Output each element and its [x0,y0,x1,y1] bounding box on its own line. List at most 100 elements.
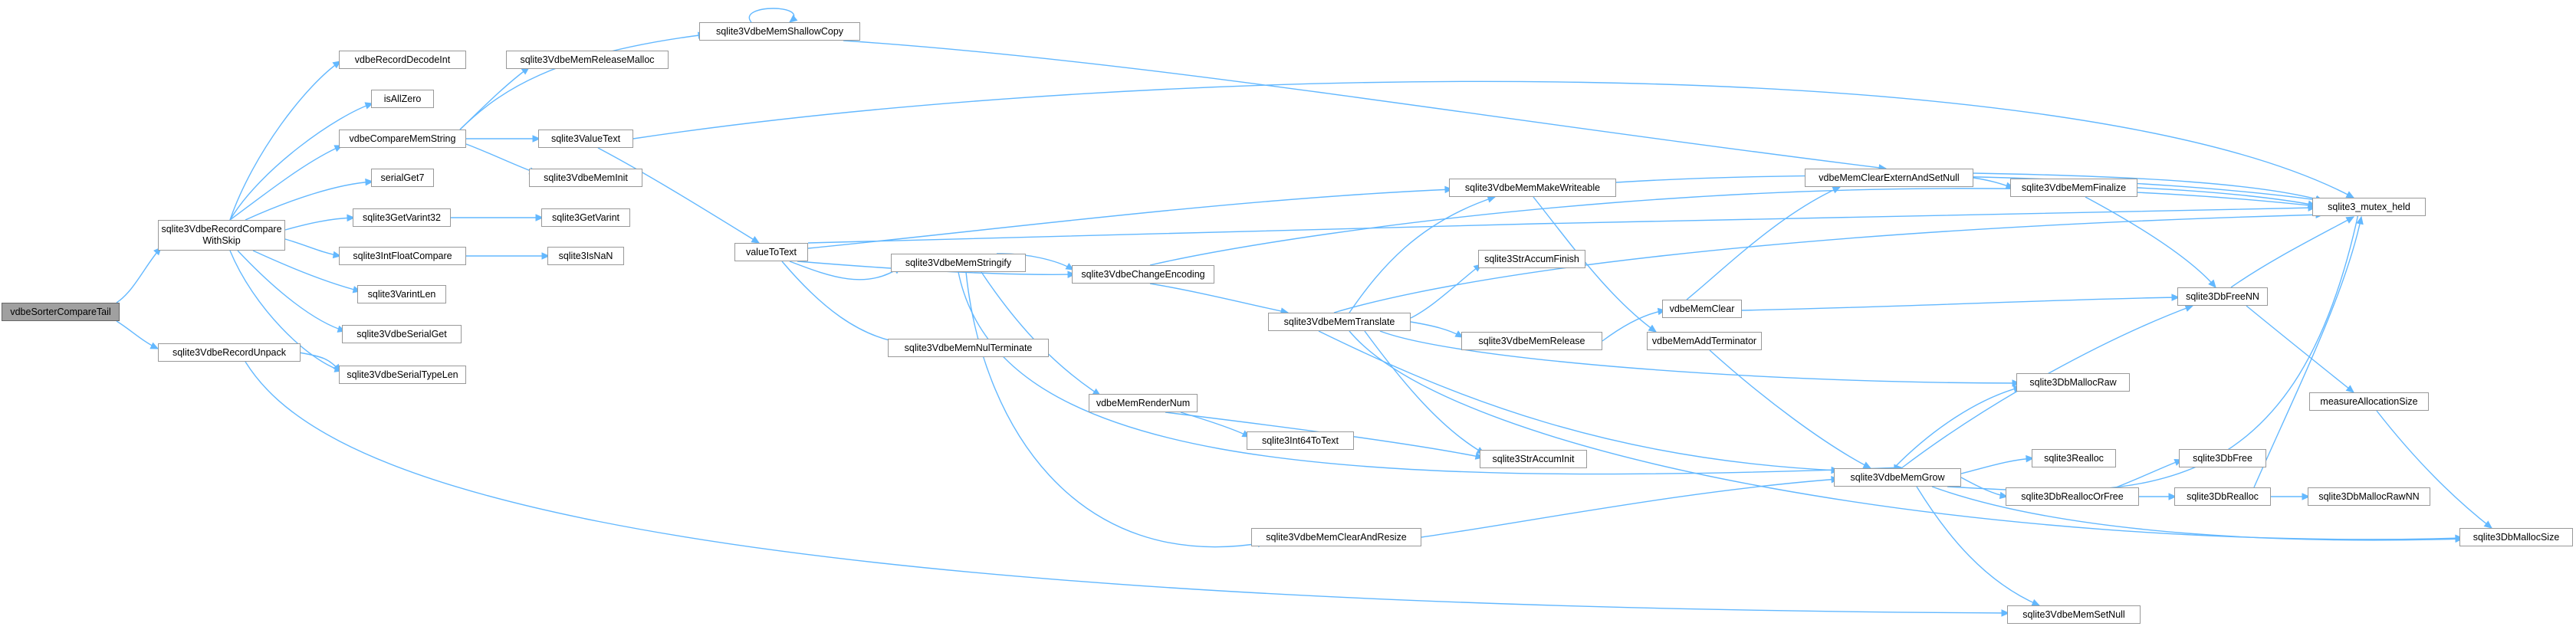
call-edge-15 [459,34,706,130]
node-sqlite3vdbememnulterminate[interactable]: sqlite3VdbeMemNulTerminate [888,339,1049,357]
call-edge-arrowhead-13 [535,214,544,221]
call-edge-41 [1349,330,2463,540]
call-edge-61 [2085,196,2216,288]
call-edge-12 [245,361,2009,614]
call-edge-arrowhead-52 [2184,304,2194,312]
node-sqlite3dbrealloc[interactable]: sqlite3DbRealloc [2174,487,2271,506]
node-measureallocationsize[interactable]: measureAllocationSize [2309,392,2429,411]
node-sqlite3intfloatcompare[interactable]: sqlite3IntFloatCompare [339,247,466,265]
call-edge-arrowhead-24 [1444,185,1454,194]
call-edge-arrowhead-3 [364,102,374,110]
call-edge-arrowhead-62 [2168,493,2177,500]
node-vdbecomparememstring[interactable]: vdbeCompareMemString [339,130,466,148]
call-edge-arrowhead-68 [2483,520,2492,529]
call-edge-arrowhead-66 [2345,216,2355,224]
node-sqlite3dbmallocsize[interactable]: sqlite3DbMallocSize [2459,528,2573,546]
call-edge-arrowhead-12 [2001,609,2010,617]
node-sqlite3vdbememclearandresize[interactable]: sqlite3VdbeMemClearAndResize [1251,528,1421,546]
node-sqlite3getvarint32[interactable]: sqlite3GetVarint32 [353,208,451,227]
call-edge-40 [1364,330,1485,454]
call-edge-arrowhead-5 [365,178,374,186]
call-edge-arrowhead-19 [2345,191,2355,198]
node-sqlite3dbmallocrawnn[interactable]: sqlite3DbMallocRawNN [2308,487,2430,506]
call-edge-19 [632,80,2354,198]
call-edge-33 [1149,283,1289,313]
call-edge-arrowhead-67 [2345,385,2354,393]
node-sqlite3vdbememstringify[interactable]: sqlite3VdbeMemStringify [891,254,1026,272]
call-edge-48 [1740,297,2180,311]
call-edge-5 [245,181,373,221]
node-sqlite3vdbeserialtypelen[interactable]: sqlite3VdbeSerialTypeLen [339,366,466,384]
call-edge-66 [2230,216,2354,288]
call-edge-55 [1931,486,2463,541]
node-sqlite3vdbeserialget[interactable]: sqlite3VdbeSerialGet [342,325,462,343]
node-vdbesortercomparetail: vdbeSorterCompareTail [2,303,120,321]
node-vdbememclearexternandsetnull[interactable]: vdbeMemClearExternAndSetNull [1805,169,1973,187]
node-sqlite3vdbememrelease[interactable]: sqlite3VdbeMemRelease [1461,332,1602,350]
node-sqlite3isnan[interactable]: sqlite3IsNaN [547,247,624,265]
node-sqlite3dbfree[interactable]: sqlite3DbFree [2179,449,2266,467]
node-valuetotext[interactable]: valueToText [734,243,808,261]
call-edge-0 [116,247,162,303]
node-sqlite3mutexheld[interactable]: sqlite3_mutex_held [2312,198,2426,216]
node-sqlite3vdbememgrow[interactable]: sqlite3VdbeMemGrow [1834,468,1961,487]
node-sqlite3vdbememmakewriteable[interactable]: sqlite3VdbeMemMakeWriteable [1449,179,1616,197]
node-sqlite3varintlen[interactable]: sqlite3VarintLen [357,285,446,303]
call-edge-65 [2253,216,2362,488]
call-edge-arrowhead-2 [332,61,342,69]
node-sqlite3vdbememreleasemalloc[interactable]: sqlite3VdbeMemReleaseMalloc [506,51,669,69]
call-edge-49 [1709,349,1871,469]
call-edge-arrowhead-1 [150,342,159,349]
call-edge-arrowhead-47 [1832,186,1842,194]
call-edge-20 [597,147,760,244]
node-sqlite3vdbememshallowcopy[interactable]: sqlite3VdbeMemShallowCopy [699,22,860,41]
call-edge-27 [781,261,905,344]
node-sqlite3realloc[interactable]: sqlite3Realloc [2032,449,2116,467]
call-edge-7 [284,238,341,257]
call-edge-arrowhead-64 [2302,493,2311,500]
node-sqlite3vdbememsetnull[interactable]: sqlite3VdbeMemSetNull [2007,605,2141,624]
node-sqlite3int64totext[interactable]: sqlite3Int64ToText [1247,431,1354,450]
call-edge-arrowhead-54 [1999,491,2009,500]
node-vdbememaddterminator-box[interactable]: vdbeMemAddTerminator [1647,332,1762,350]
call-edge-arrowhead-17 [532,135,541,143]
call-edge-1 [116,320,159,349]
call-edge-45 [1615,175,2324,202]
node-isallzero[interactable]: isAllZero [371,90,434,108]
node-sqlite3valuetext[interactable]: sqlite3ValueText [538,130,633,148]
node-serialget7[interactable]: serialGet7 [371,169,434,187]
call-edge-32 [1149,188,2324,266]
call-edge-63 [2115,459,2183,488]
call-edge-arrowhead-55 [2455,535,2464,543]
call-edge-arrowhead-36 [1487,195,1497,203]
node-sqlite3dbfreenn[interactable]: sqlite3DbFreeNN [2177,287,2268,306]
call-edge-30 [965,271,1266,548]
call-edge-52 [1901,305,2193,469]
call-edge-16 [459,67,530,130]
call-edge-68 [2376,410,2492,529]
call-edge-23 [807,207,2316,244]
call-edge-arrowhead-25 [1067,271,1076,278]
node-sqlite3dbreallocorfree[interactable]: sqlite3DbReallocOrFree [2006,487,2139,506]
call-edge-43 [1333,214,2324,313]
node-vdbememclear[interactable]: vdbeMemClear [1662,300,1742,318]
node-sqlite3vdbememtranslate[interactable]: sqlite3VdbeMemTranslate [1268,313,1411,331]
call-edge-arrowhead-53 [2026,454,2035,463]
call-edge-4 [229,145,343,221]
node-sqlite3vdbememinit[interactable]: sqlite3VdbeMemInit [529,169,642,187]
node-sqlite3straccuminit[interactable]: sqlite3StrAccumInit [1480,450,1587,468]
node-sqlite3dbmallocraw[interactable]: sqlite3DbMallocRaw [2016,373,2130,392]
call-edge-59 [1973,172,2324,202]
call-edge-arrowhead-38 [1454,330,1464,338]
node-sqlite3getvarint[interactable]: sqlite3GetVarint [541,208,630,227]
node-sqlite3vdbememfinalize[interactable]: sqlite3VdbeMemFinalize [2010,179,2137,197]
node-sqlite3vdbechangeencoding[interactable]: sqlite3VdbeChangeEncoding [1072,265,1214,284]
call-edge-arrowhead-65 [2356,215,2364,225]
call-edge-60 [2137,187,2316,206]
node-sqlite3straccumfinish[interactable]: sqlite3StrAccumFinish [1478,250,1585,268]
node-sqlite3vdberecordunpack[interactable]: sqlite3VdbeRecordUnpack [158,343,301,362]
node-vdbememrendernum[interactable]: vdbeMemRenderNum [1089,394,1198,412]
node-vdberecorddecodeint[interactable]: vdbeRecordDecodeInt [339,51,466,69]
